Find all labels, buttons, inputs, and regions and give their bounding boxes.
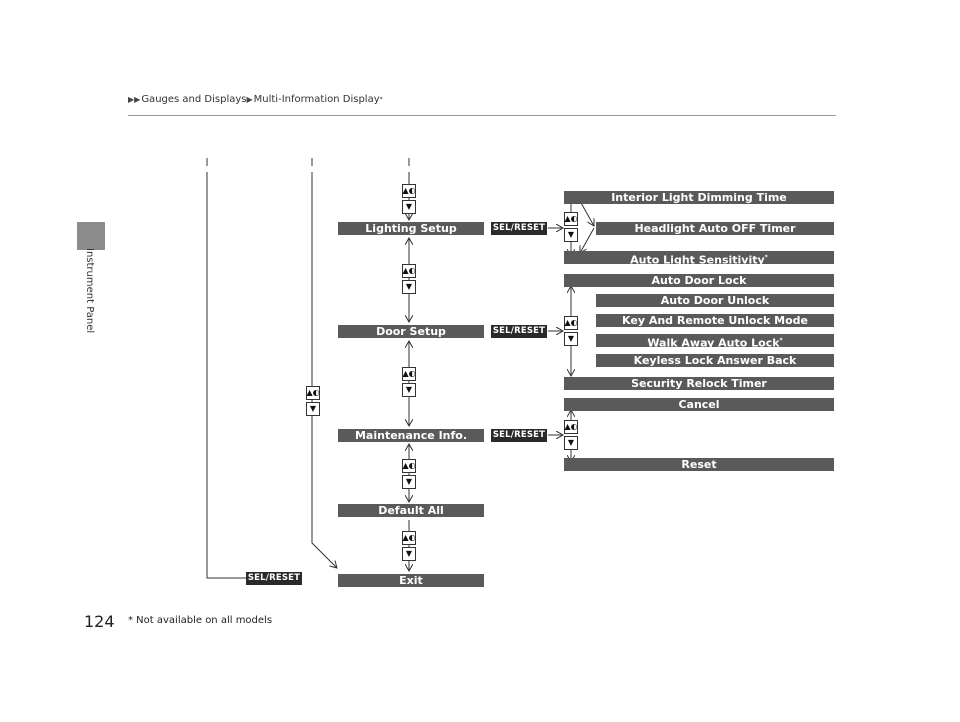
menu-default-all[interactable]: Default All	[338, 504, 484, 517]
scroll-buttons-loop[interactable]: ▲◐ ▼	[306, 386, 320, 416]
option-auto-light-sensitivity[interactable]: Auto Light Sensitivity*	[564, 251, 834, 264]
page-number: 124	[84, 612, 115, 631]
breadcrumb-arrow-icon: ▶▶	[128, 95, 141, 104]
down-triangle-icon[interactable]: ▼	[402, 280, 416, 294]
option-auto-door-unlock[interactable]: Auto Door Unlock	[596, 294, 834, 307]
up-volume-icon[interactable]: ▲◐	[402, 184, 416, 198]
option-walk-away-auto-lock[interactable]: Walk Away Auto Lock*	[596, 334, 834, 347]
down-triangle-icon[interactable]: ▼	[306, 402, 320, 416]
scroll-buttons-door-maintenance[interactable]: ▲◐ ▼	[402, 367, 416, 397]
breadcrumb: ▶▶ Gauges and Displays ▶ Multi-Informati…	[128, 94, 383, 105]
breadcrumb-arrow-icon: ▶	[246, 95, 253, 104]
sel-reset-button[interactable]: SEL/RESET	[491, 429, 547, 442]
scroll-buttons-lighting-options[interactable]: ▲◐ ▼	[564, 212, 578, 242]
header-divider	[128, 115, 836, 116]
scroll-buttons-door-options[interactable]: ▲◐ ▼	[564, 316, 578, 346]
up-volume-icon[interactable]: ▲◐	[402, 531, 416, 545]
up-volume-icon[interactable]: ▲◐	[402, 264, 416, 278]
scroll-buttons-top[interactable]: ▲◐ ▼	[402, 184, 416, 214]
option-reset[interactable]: Reset	[564, 458, 834, 471]
sel-reset-button[interactable]: SEL/RESET	[246, 572, 302, 585]
option-cancel[interactable]: Cancel	[564, 398, 834, 411]
down-triangle-icon[interactable]: ▼	[402, 475, 416, 489]
menu-maintenance-info[interactable]: Maintenance Info.	[338, 429, 484, 442]
menu-lighting-setup[interactable]: Lighting Setup	[338, 222, 484, 235]
option-label: Walk Away Auto Lock	[647, 336, 780, 347]
option-keyless-lock-answer-back[interactable]: Keyless Lock Answer Back	[596, 354, 834, 367]
option-key-and-remote-unlock-mode[interactable]: Key And Remote Unlock Mode	[596, 314, 834, 327]
option-auto-door-lock[interactable]: Auto Door Lock	[564, 274, 834, 287]
down-triangle-icon[interactable]: ▼	[564, 332, 578, 346]
not-all-models-mark: *	[379, 96, 383, 103]
down-triangle-icon[interactable]: ▼	[402, 383, 416, 397]
down-triangle-icon[interactable]: ▼	[402, 200, 416, 214]
scroll-buttons-maintenance-default[interactable]: ▲◐ ▼	[402, 459, 416, 489]
up-volume-icon[interactable]: ▲◐	[402, 459, 416, 473]
option-security-relock-timer[interactable]: Security Relock Timer	[564, 377, 834, 390]
scroll-buttons-lighting-door[interactable]: ▲◐ ▼	[402, 264, 416, 294]
down-triangle-icon[interactable]: ▼	[564, 228, 578, 242]
scroll-buttons-default-exit[interactable]: ▲◐ ▼	[402, 531, 416, 561]
up-volume-icon[interactable]: ▲◐	[564, 212, 578, 226]
chapter-tab	[77, 222, 105, 250]
menu-exit[interactable]: Exit	[338, 574, 484, 587]
up-volume-icon[interactable]: ▲◐	[564, 420, 578, 434]
not-all-models-mark: *	[764, 254, 768, 261]
up-volume-icon[interactable]: ▲◐	[564, 316, 578, 330]
sel-reset-button[interactable]: SEL/RESET	[491, 325, 547, 338]
footnote: * Not available on all models	[128, 615, 273, 626]
breadcrumb-item-mid[interactable]: Multi-Information Display	[253, 94, 380, 105]
chapter-label: Instrument Panel	[84, 248, 95, 334]
sel-reset-button[interactable]: SEL/RESET	[491, 222, 547, 235]
scroll-buttons-maintenance-options[interactable]: ▲◐ ▼	[564, 420, 578, 450]
option-headlight-auto-off-timer[interactable]: Headlight Auto OFF Timer	[596, 222, 834, 235]
down-triangle-icon[interactable]: ▼	[564, 436, 578, 450]
option-interior-light-dimming-time[interactable]: Interior Light Dimming Time	[564, 191, 834, 204]
option-label: Auto Light Sensitivity	[630, 253, 765, 264]
up-volume-icon[interactable]: ▲◐	[306, 386, 320, 400]
breadcrumb-item-gauges[interactable]: Gauges and Displays	[141, 94, 247, 105]
up-volume-icon[interactable]: ▲◐	[402, 367, 416, 381]
menu-door-setup[interactable]: Door Setup	[338, 325, 484, 338]
not-all-models-mark: *	[779, 337, 783, 344]
down-triangle-icon[interactable]: ▼	[402, 547, 416, 561]
